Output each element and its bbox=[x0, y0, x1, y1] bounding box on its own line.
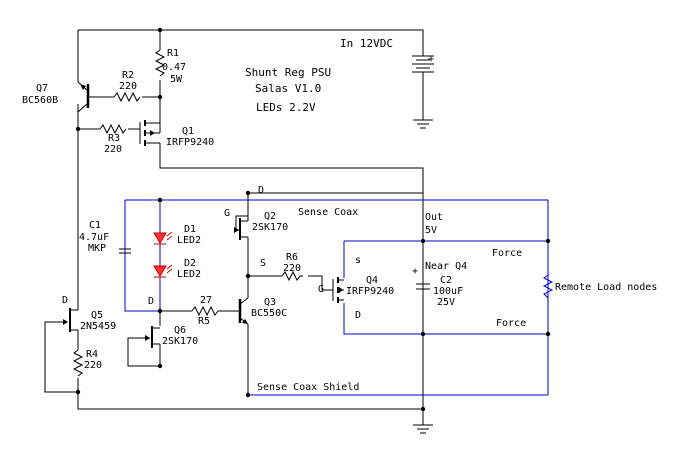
resistor-r1 bbox=[154, 49, 166, 77]
label-s-q4: s bbox=[355, 255, 361, 266]
r2-value: 220 bbox=[119, 81, 137, 92]
remote-load-label: Remote Load nodes bbox=[555, 282, 657, 293]
r1-rating: 5W bbox=[170, 74, 183, 85]
diagram-subtitle: Salas V1.0 bbox=[255, 82, 321, 95]
battery-plus: + bbox=[428, 54, 434, 65]
diagram-title: Shunt Reg PSU bbox=[245, 66, 331, 79]
label-g-q2: G bbox=[224, 208, 230, 219]
label-d-mid: D bbox=[148, 296, 154, 307]
r4-value: 220 bbox=[84, 360, 102, 371]
transistor-q3 bbox=[238, 297, 249, 325]
c1-type: MKP bbox=[88, 243, 106, 254]
mosfet-q1 bbox=[139, 120, 161, 148]
r5-value: 27 bbox=[200, 295, 212, 306]
out-voltage: 5V bbox=[425, 225, 437, 236]
battery-symbol bbox=[412, 55, 434, 73]
resistor-r3 bbox=[99, 123, 127, 135]
sense-shield-label: Sense Coax Shield bbox=[257, 382, 359, 393]
q2-ref: Q2 bbox=[264, 211, 276, 222]
q5-ref: Q5 bbox=[91, 310, 103, 321]
ground-symbol-bottom bbox=[413, 424, 433, 434]
r1-value: 0.47 bbox=[162, 62, 186, 73]
jfet-q5 bbox=[63, 308, 79, 332]
q5-part: 2N5459 bbox=[80, 321, 116, 332]
junctions bbox=[75, 27, 551, 412]
q1-part: IRFP9240 bbox=[166, 137, 214, 148]
c2-rating: 25V bbox=[437, 297, 455, 308]
d2-ref: D2 bbox=[184, 258, 196, 269]
q6-part: 2SK170 bbox=[162, 336, 198, 347]
r2-ref: R2 bbox=[122, 70, 134, 81]
q3-part: BC550C bbox=[251, 308, 287, 319]
q6-ref: Q6 bbox=[174, 325, 186, 336]
ground-symbol-top bbox=[413, 119, 433, 129]
labels: In 12VDC + Shunt Reg PSU Salas V1.0 LEDs… bbox=[22, 37, 657, 393]
transistor-q7 bbox=[77, 81, 98, 113]
led-d2 bbox=[153, 264, 173, 278]
led-note: LEDs 2.2V bbox=[256, 101, 316, 114]
d2-part: LED2 bbox=[177, 269, 201, 280]
q7-part: BC560B bbox=[22, 95, 58, 106]
label-d-q5: D bbox=[62, 295, 68, 306]
jfet-q2 bbox=[234, 218, 249, 240]
d1-part: LED2 bbox=[177, 235, 201, 246]
r5-ref: R5 bbox=[198, 316, 210, 327]
wiring bbox=[44, 29, 424, 425]
q3-ref: Q3 bbox=[264, 297, 276, 308]
resistor-r6 bbox=[281, 270, 303, 282]
r3-ref: R3 bbox=[108, 133, 120, 144]
q7-ref: Q7 bbox=[36, 83, 48, 94]
label-d-top: D bbox=[258, 185, 264, 196]
r6-value: 220 bbox=[283, 263, 301, 274]
sense-coax-label: Sense Coax bbox=[298, 207, 358, 218]
c2-ref: C2 bbox=[440, 275, 452, 286]
c1-ref: C1 bbox=[89, 220, 101, 231]
resistor-r2 bbox=[113, 91, 141, 103]
r3-value: 220 bbox=[104, 144, 122, 155]
label-g-q4: G bbox=[318, 284, 324, 295]
led-d1 bbox=[153, 231, 173, 245]
q4-part: IRFP9240 bbox=[346, 286, 394, 297]
label-d-q4: D bbox=[355, 310, 361, 321]
mosfet-q4 bbox=[332, 277, 344, 303]
r6-ref: R6 bbox=[286, 252, 298, 263]
q2-part: 2SK170 bbox=[252, 222, 288, 233]
out-label: Out bbox=[425, 212, 443, 223]
capacitor-c1 bbox=[119, 248, 131, 254]
c2-plus: + bbox=[412, 266, 418, 277]
jfet-q6 bbox=[145, 326, 160, 348]
force-label-top: Force bbox=[492, 248, 522, 259]
label-s-q3: S bbox=[260, 258, 266, 269]
force-label-bottom: Force bbox=[496, 318, 526, 329]
input-label: In 12VDC bbox=[340, 37, 393, 50]
q4-ref: Q4 bbox=[366, 275, 378, 286]
resistor-load bbox=[542, 274, 554, 299]
capacitor-c2 bbox=[416, 283, 430, 290]
c1-value: 4.7uF bbox=[79, 232, 109, 243]
d1-ref: D1 bbox=[184, 224, 196, 235]
c2-value: 100uF bbox=[433, 286, 463, 297]
q1-ref: Q1 bbox=[182, 126, 194, 137]
resistor-r4 bbox=[72, 349, 84, 377]
r4-ref: R4 bbox=[86, 349, 98, 360]
r1-ref: R1 bbox=[167, 48, 179, 59]
near-q4-label: Near Q4 bbox=[425, 261, 467, 272]
resistor-r5 bbox=[191, 305, 219, 317]
